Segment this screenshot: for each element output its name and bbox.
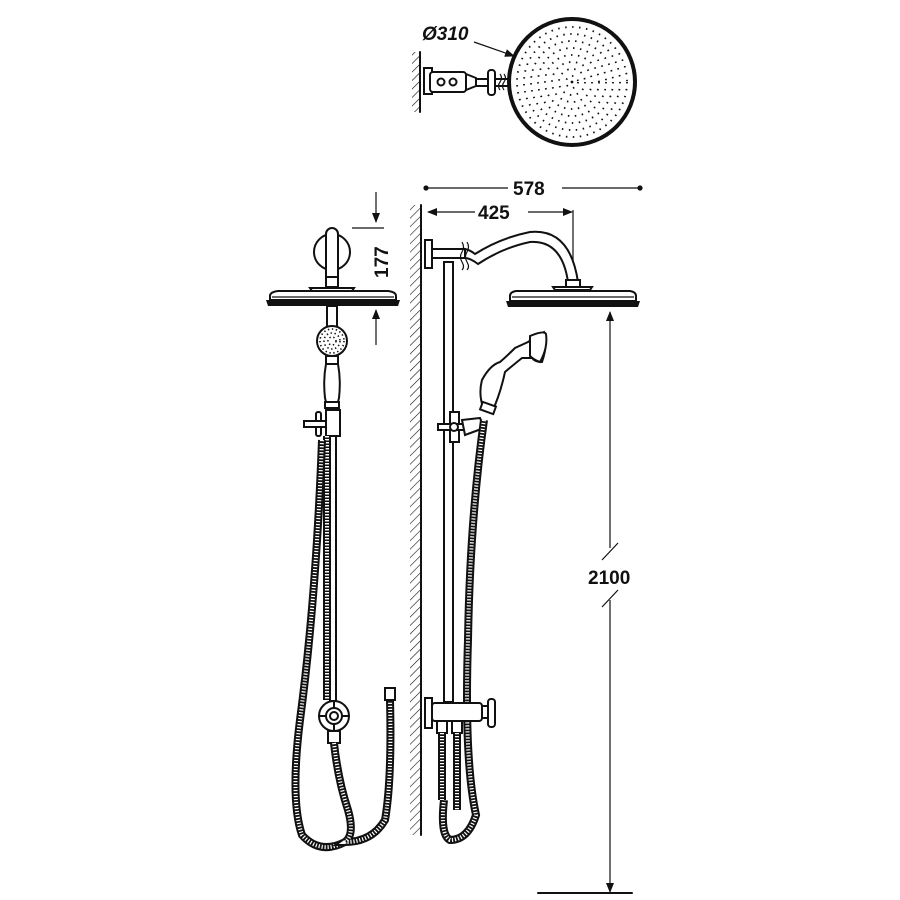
shower-head-front	[269, 290, 397, 301]
shower-arm-front	[325, 227, 339, 283]
front-view: 177	[266, 192, 400, 852]
bottom-outlet-side	[431, 702, 483, 722]
top-view-shower-head: Ø310	[412, 17, 637, 147]
height-offset-label: 177	[372, 246, 393, 278]
hand-shower-handle	[323, 363, 341, 403]
height-label: 2100	[588, 568, 630, 589]
side-view: 578 425	[410, 179, 643, 894]
diameter-label: Ø310	[422, 24, 469, 45]
wall-hatch-side	[410, 205, 420, 835]
slide-bar-front	[329, 435, 337, 702]
hand-shower-face	[316, 325, 348, 357]
overall-projection-label: 578	[513, 179, 545, 200]
gooseneck-arm	[464, 230, 580, 283]
wall-hatch	[412, 52, 420, 112]
nozzle-pattern	[570, 80, 574, 84]
riser-pipe	[443, 261, 454, 703]
arm-projection-label: 425	[478, 203, 510, 224]
shower-head-side	[509, 290, 637, 302]
wall-bracket	[429, 71, 467, 93]
